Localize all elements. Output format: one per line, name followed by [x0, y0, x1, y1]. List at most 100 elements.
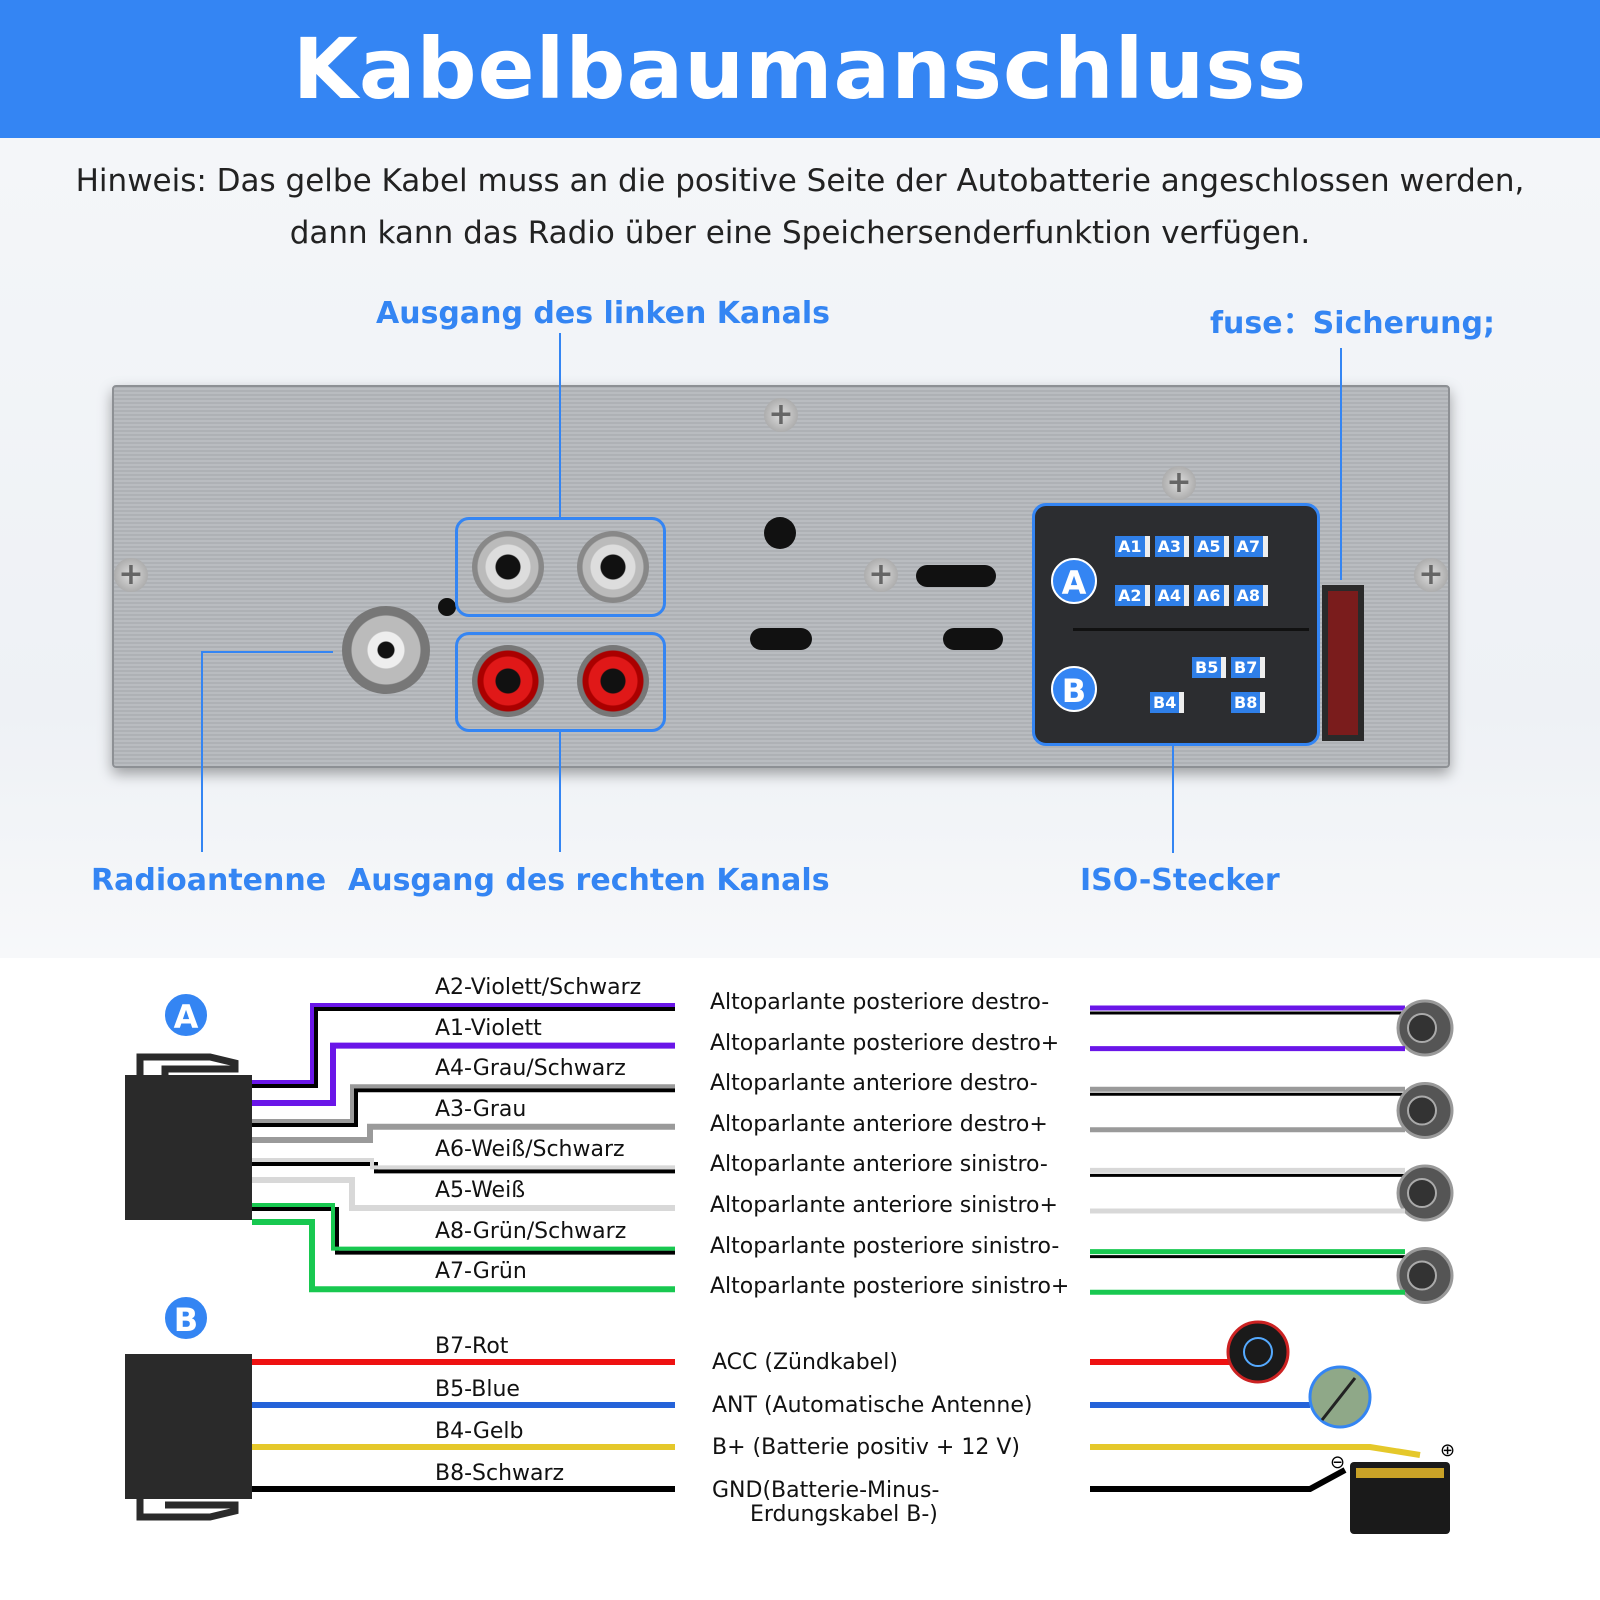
pin-a4: A4	[1154, 585, 1190, 606]
divider	[1073, 628, 1309, 631]
wire-label: A7-Grün	[435, 1259, 527, 1285]
wire-function: Erdungskabel B-)	[750, 1502, 938, 1527]
pin-a7: A7	[1233, 536, 1269, 557]
connector-b-latch	[136, 1499, 239, 1521]
pin-b4: B4	[1150, 692, 1185, 713]
pin-b5: B5	[1192, 657, 1227, 678]
wire-function: B+ (Batterie positiv + 12 V)	[712, 1435, 1020, 1460]
wire-A5-Weiß	[252, 1177, 675, 1211]
leader-line	[559, 333, 561, 517]
header-banner: Kabelbaumanschluss	[0, 0, 1600, 138]
wire-label: A3-Grau	[435, 1096, 527, 1122]
wire-A7-Grün	[252, 1219, 675, 1293]
wire-A3-Grau	[252, 1123, 675, 1143]
leader-line	[201, 651, 333, 653]
rca-left-2	[577, 531, 649, 603]
wire-label: A2-Violett/Schwarz	[435, 975, 642, 1000]
panel-hole	[438, 598, 456, 616]
fuse-holder	[1322, 585, 1364, 741]
connector-a	[125, 1075, 252, 1220]
wire-stripe	[252, 1088, 675, 1127]
screw-icon: +	[1162, 466, 1196, 500]
ignition-ring	[1243, 1337, 1273, 1367]
pin-a3: A3	[1154, 536, 1190, 557]
callout-left-channel: Ausgang des linken Kanals	[376, 296, 830, 331]
wire-label: A4-Grau/Schwarz	[435, 1056, 626, 1082]
badge-b-wiring: B	[163, 1295, 209, 1341]
antenna-socket	[342, 606, 430, 694]
wire-label: A6-Weiß/Schwarz	[435, 1137, 625, 1163]
battery-ground-wire	[1090, 1467, 1347, 1492]
fuse	[1328, 591, 1358, 735]
wire-function: Altoparlante anteriore destro-	[710, 1071, 1038, 1097]
callout-iso: ISO-Stecker	[1080, 863, 1280, 898]
wire-label: B4-Gelb	[435, 1419, 524, 1444]
pin-a5: A5	[1194, 536, 1229, 557]
rca-right-1	[472, 645, 544, 717]
panel-slot	[750, 628, 812, 650]
wire-stripe	[252, 1007, 675, 1088]
wire-label: A1-Violett	[435, 1015, 542, 1041]
battery-icon	[1350, 1462, 1450, 1534]
speaker-cone	[1407, 1013, 1437, 1043]
speaker-cone	[1407, 1178, 1437, 1208]
wire-function: Altoparlante anteriore destro+	[710, 1111, 1048, 1137]
screw-icon: +	[1414, 558, 1448, 592]
wire-function: GND(Batterie-Minus-	[712, 1478, 940, 1503]
wire-label: B5-Blue	[435, 1377, 520, 1402]
wire-function: Altoparlante posteriore destro-	[710, 990, 1050, 1015]
wire-stripe	[252, 1207, 675, 1255]
leader-line	[1172, 745, 1174, 853]
pin-a2: A2	[1115, 585, 1150, 606]
speaker-cone	[1407, 1095, 1437, 1126]
screw-icon: +	[764, 398, 798, 432]
antenna-mast	[1320, 1377, 1357, 1421]
wire-function: Altoparlante posteriore sinistro-	[710, 1233, 1060, 1259]
screw-icon: +	[864, 558, 898, 592]
leader-line	[201, 651, 203, 852]
rca-right-2	[577, 645, 649, 717]
wiring-diagram	[125, 999, 1454, 1534]
wire-function: Altoparlante posteriore destro+	[710, 1030, 1060, 1056]
callout-right-channel: Ausgang des rechten Kanals	[348, 863, 830, 898]
wire-function: Altoparlante anteriore sinistro+	[710, 1193, 1058, 1218]
left-channel-highlight	[455, 517, 666, 617]
wire-label: B8-Schwarz	[435, 1461, 565, 1486]
badge-a: A	[1051, 558, 1097, 604]
panel-hole	[764, 517, 796, 549]
screw-icon: +	[114, 558, 148, 592]
ignition-button-icon	[1226, 1320, 1290, 1384]
pin-b7: B7	[1231, 657, 1266, 678]
page-title: Kabelbaumanschluss	[292, 20, 1308, 118]
pin-a8: A8	[1233, 585, 1269, 606]
wire-A4-Grau/Schwarz	[252, 1084, 675, 1123]
panel-slot	[916, 565, 996, 587]
note-line-2: dann kann das Radio über eine Speicherse…	[289, 215, 1311, 251]
badge-b: B	[1051, 666, 1097, 712]
pin-b8: B8	[1231, 692, 1266, 713]
callout-fuse: fuse：Sicherung;	[1210, 306, 1495, 341]
wire-function: Altoparlante anteriore sinistro-	[710, 1152, 1048, 1178]
panel-slot	[943, 628, 1003, 650]
callout-antenna: Radioantenne	[91, 863, 327, 898]
leader-line	[559, 732, 561, 852]
wire-A1-Violett	[252, 1042, 675, 1106]
battery-plus-wire	[1090, 1444, 1421, 1458]
wire-A2-Violett/Schwarz	[252, 1003, 675, 1084]
wire-function: Altoparlante posteriore sinistro+	[710, 1274, 1070, 1300]
wire-label: B7-Rot	[435, 1334, 509, 1359]
pin-a1: A1	[1115, 536, 1150, 557]
note-line-1: Hinweis: Das gelbe Kabel muss an die pos…	[75, 163, 1525, 199]
rca-left-1	[472, 531, 544, 603]
wire-function: ANT (Automatische Antenne)	[712, 1393, 1033, 1418]
pin-a6: A6	[1194, 585, 1229, 606]
wire-function: ACC (Zündkabel)	[712, 1350, 898, 1375]
speaker-cone	[1407, 1260, 1437, 1291]
battery-plus: ⊕	[1440, 1440, 1456, 1461]
connector-a-latch	[136, 1053, 239, 1075]
badge-a-wiring: A	[163, 992, 209, 1038]
right-channel-highlight	[455, 632, 666, 732]
wire-label: A5-Weiß	[435, 1178, 526, 1203]
wire-label: A8-Grün/Schwarz	[435, 1218, 627, 1244]
